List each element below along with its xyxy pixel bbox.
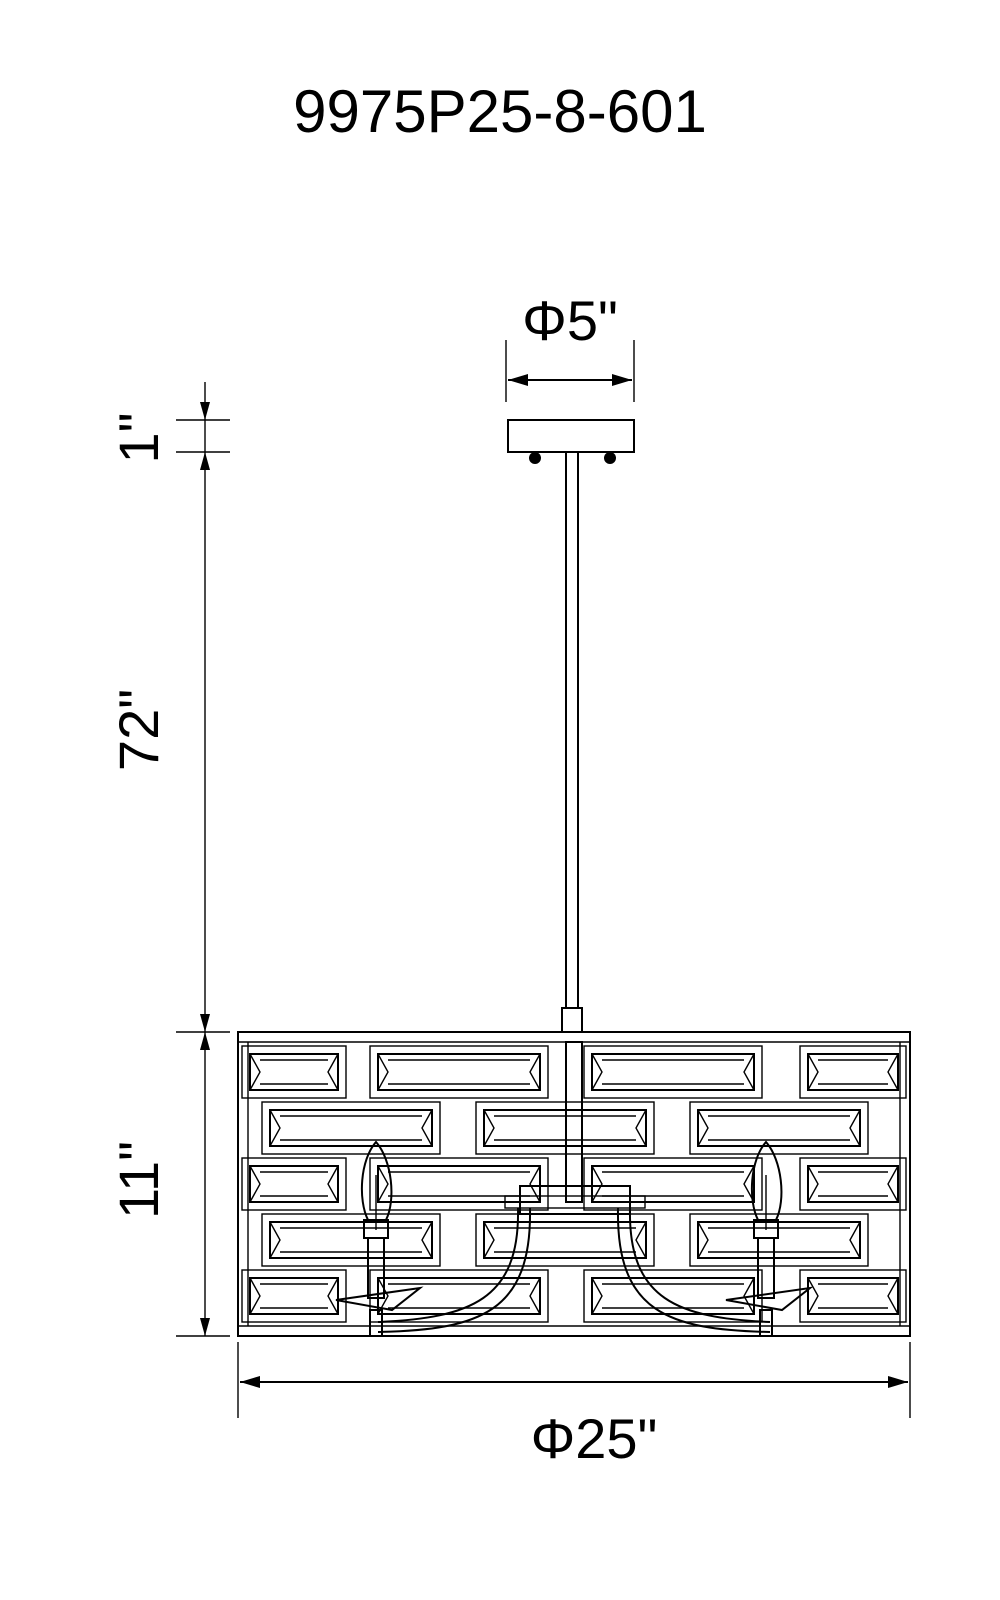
panel-frame [583,1045,763,1099]
drum-shade [237,1031,911,1337]
panel-frame [583,1269,763,1323]
crystal-panel [249,1053,339,1091]
shade-height-label: 11" [107,1141,170,1219]
panel-frame [799,1045,907,1099]
crystal-panel [697,1109,861,1147]
crystal-bevel [807,1277,899,1315]
crystal-panel [483,1221,647,1259]
canopy-diameter-label: Φ5" [522,289,618,352]
crystal-bevel [807,1053,899,1091]
crystal-panel [249,1165,339,1203]
crystal-panel [377,1277,541,1315]
crystal-panel [807,1277,899,1315]
crystal-bevel [269,1109,433,1147]
panel-frame [583,1157,763,1211]
crystal-bevel [483,1221,647,1259]
model-number: 9975P25-8-601 [293,78,707,145]
crystal-panel [377,1165,541,1203]
panel-frame [799,1157,907,1211]
canopy [507,419,635,464]
crystal-bevel [591,1165,755,1203]
crystal-bevel [591,1053,755,1091]
fixture-diameter-dimension: Φ25" [237,1342,911,1470]
crystal-panel [269,1109,433,1147]
crystal-bevel [807,1165,899,1203]
crystal-panel [591,1053,755,1091]
crystal-panel [807,1165,899,1203]
panel-frame [369,1157,549,1211]
rod-length-label: 72" [107,689,170,771]
candle-arms [377,1207,771,1333]
right-candle [725,1140,814,1337]
fixture-diameter-label: Φ25" [531,1407,658,1470]
panel-frame [241,1157,347,1211]
crystal-panel [807,1053,899,1091]
crystal-bevel [249,1277,339,1315]
panel-frame [369,1045,549,1099]
crystal-bevel [249,1053,339,1091]
crystal-panel [377,1053,541,1091]
crystal-bevel [269,1221,433,1259]
crystal-bevel [697,1221,861,1259]
crystal-panels [241,1045,907,1323]
left-candle [335,1140,424,1337]
crystal-panel [249,1277,339,1315]
crystal-bevel [697,1109,861,1147]
crystal-bevel [249,1165,339,1203]
crystal-panel [591,1165,755,1203]
crystal-bevel [377,1165,541,1203]
canopy-height-label: 1" [107,412,170,463]
crystal-bevel [377,1053,541,1091]
panel-frame [241,1045,347,1099]
crystal-bevel [591,1277,755,1315]
panel-frame [241,1269,347,1323]
panel-frame [261,1213,441,1267]
crystal-panel [269,1221,433,1259]
crystal-bevel [483,1109,647,1147]
canopy-diameter-dimension: Φ5" [505,289,635,402]
panel-frame [689,1101,869,1155]
crystal-bevel [377,1277,541,1315]
vertical-dimensions [176,382,230,1337]
suspension-rod [561,452,583,1033]
panel-frame [261,1101,441,1155]
